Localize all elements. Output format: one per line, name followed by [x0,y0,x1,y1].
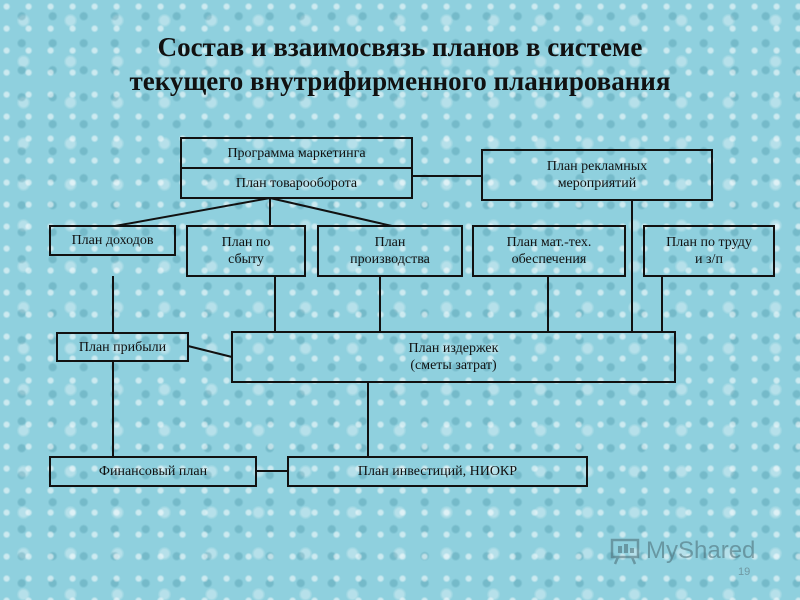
box-financial-plan: Финансовый план [49,456,257,487]
title-line-2: текущего внутрифирменного планирования [129,66,671,96]
box-production-plan: План производства [317,225,463,277]
box-supply-plan: План мат.-тех. обеспечения [472,225,626,277]
slide-title: Состав и взаимосвязь планов в системе те… [0,30,800,98]
box-profit-plan: План прибыли [56,332,189,362]
box-advertising-plan: План рекламных мероприятий [481,149,713,201]
watermark-text: MyShared [646,537,756,564]
watermark-logo: MyShared [610,537,755,565]
box-income-plan: План доходов [49,225,176,256]
box-turnover-plan: План товарооборота [180,167,413,199]
connector-profit-costs [187,345,233,358]
box-investment-plan: План инвестиций, НИОКР [287,456,588,487]
title-line-1: Состав и взаимосвязь планов в системе [157,32,643,62]
connector-turnover-income [114,197,271,227]
box-sales-plan: План по сбыту [186,225,306,277]
box-marketing-program: Программа маркетинга [180,137,413,169]
page-number: 19 [738,566,751,578]
connector-turnover-production [269,197,393,227]
box-labor-plan: План по труду и з/п [643,225,775,277]
presentation-board-icon [610,538,640,565]
box-costs-plan: План издержек (сметы затрат) [231,331,676,383]
